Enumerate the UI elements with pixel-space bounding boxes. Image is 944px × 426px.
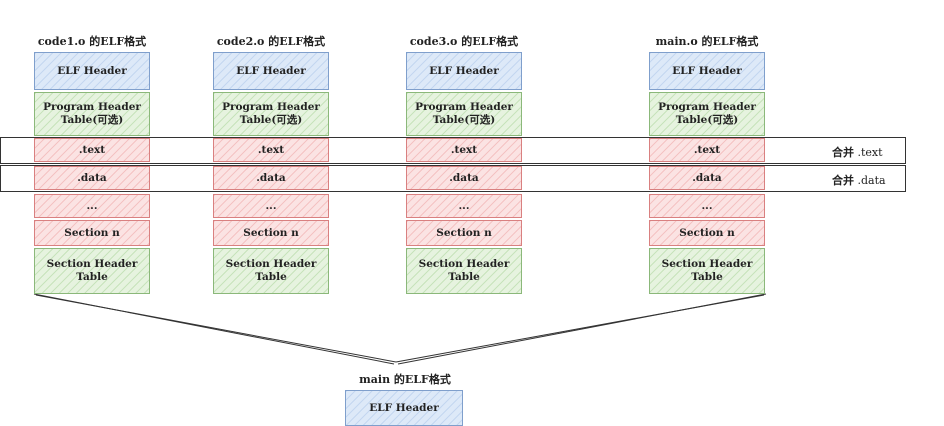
ellipsis-block: ... — [406, 194, 522, 218]
line-code1-sketch — [35, 294, 397, 363]
ellipsis-block: ... — [34, 194, 150, 218]
text-section-block: .text — [34, 138, 150, 162]
section-n-block: Section n — [406, 220, 522, 246]
output-title: main 的ELF格式 — [359, 373, 451, 386]
elf-header-block: ELF Header — [649, 52, 765, 90]
text-section-block: .text — [406, 138, 522, 162]
section-header-table-block: Section Header Table — [213, 248, 329, 294]
elf-header-block: ELF Header — [213, 52, 329, 90]
merge-band-text — [0, 137, 906, 164]
module-title-code2: code2.o 的ELF格式 — [216, 35, 326, 48]
data-section-block: .data — [649, 166, 765, 190]
data-section-block: .data — [34, 166, 150, 190]
ellipsis-block: ... — [649, 194, 765, 218]
data-section-block: .data — [213, 166, 329, 190]
data-section-block: .data — [406, 166, 522, 190]
section-n-block: Section n — [34, 220, 150, 246]
output-elf-header-block: ELF Header — [345, 390, 463, 426]
section-header-table-block: Section Header Table — [649, 248, 765, 294]
elf-header-block: ELF Header — [406, 52, 522, 90]
line-main-sketch — [395, 294, 765, 363]
elf-header-block: ELF Header — [34, 52, 150, 90]
module-title-code3: code3.o 的ELF格式 — [409, 35, 519, 48]
module-title-code1: code1.o 的ELF格式 — [37, 35, 147, 48]
ellipsis-block: ... — [213, 194, 329, 218]
merge-band-data — [0, 165, 906, 192]
section-header-table-block: Section Header Table — [34, 248, 150, 294]
section-n-block: Section n — [649, 220, 765, 246]
text-section-block: .text — [649, 138, 765, 162]
section-header-table-block: Section Header Table — [406, 248, 522, 294]
merge-data-label: 合并 .data — [832, 174, 886, 187]
section-n-block: Section n — [213, 220, 329, 246]
module-title-main: main.o 的ELF格式 — [655, 35, 759, 48]
merge-text-label: 合并 .text — [832, 146, 883, 159]
text-section-block: .text — [213, 138, 329, 162]
